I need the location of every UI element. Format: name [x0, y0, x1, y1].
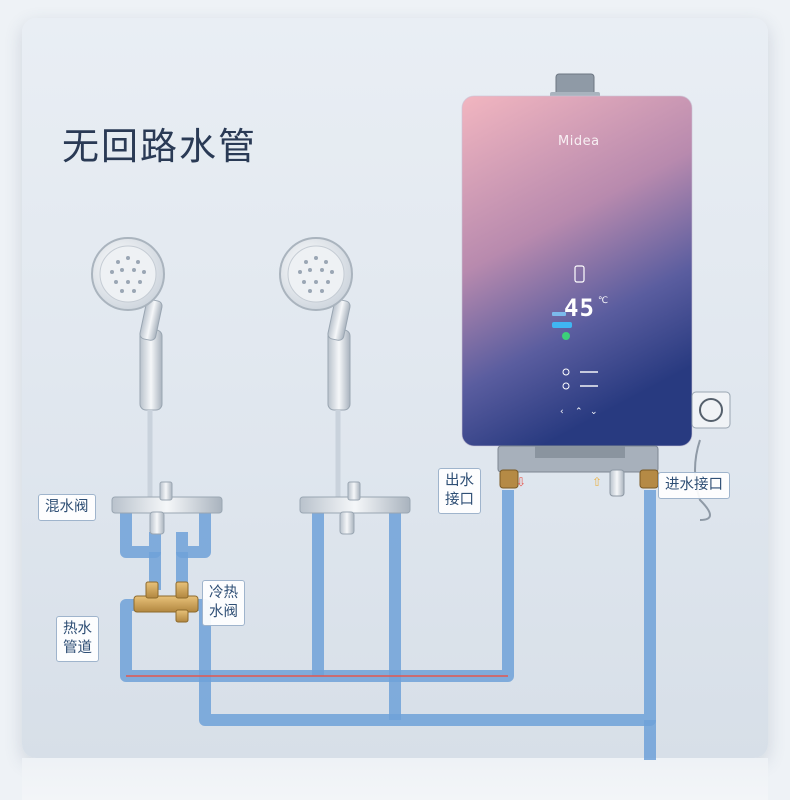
- brass-valve: [133, 581, 199, 623]
- label-cold-hot-valve: 冷热 水阀: [202, 580, 245, 626]
- label-mixing-valve: 混水阀: [38, 494, 96, 521]
- label-mixing-valve-text: 混水阀: [45, 499, 89, 515]
- heater-temperature-unit: ℃: [598, 296, 609, 306]
- water-heater: ‹ ⌃ ⌄ ⇩ ⇧: [461, 73, 731, 521]
- label-cold-hot-valve-line1: 冷热: [209, 585, 238, 601]
- left-shower: [91, 237, 223, 535]
- svg-text:⇧: ⇧: [592, 475, 602, 489]
- label-cold-hot-valve-line2: 水阀: [209, 604, 238, 620]
- floor-strip: [22, 758, 768, 800]
- svg-text:⌄: ⌄: [590, 407, 598, 417]
- label-inlet-text: 进水接口: [665, 477, 723, 493]
- label-inlet: 进水接口: [658, 472, 730, 499]
- label-hot-pipe-line1: 热水: [63, 621, 92, 637]
- label-outlet: 出水 接口: [438, 468, 481, 514]
- label-outlet-line1: 出水: [445, 473, 474, 489]
- svg-text:‹: ‹: [560, 407, 564, 417]
- right-shower: [279, 237, 411, 535]
- page-title: 无回路水管: [62, 125, 257, 168]
- heater-brand-logo: Midea: [558, 134, 600, 149]
- label-outlet-line2: 接口: [445, 492, 474, 508]
- svg-text:⇩: ⇩: [516, 475, 526, 489]
- label-hot-pipe-line2: 管道: [63, 640, 92, 656]
- svg-text:⌃: ⌃: [575, 407, 583, 417]
- heater-temperature-display: 45: [564, 294, 595, 322]
- label-hot-pipe: 热水 管道: [56, 616, 99, 662]
